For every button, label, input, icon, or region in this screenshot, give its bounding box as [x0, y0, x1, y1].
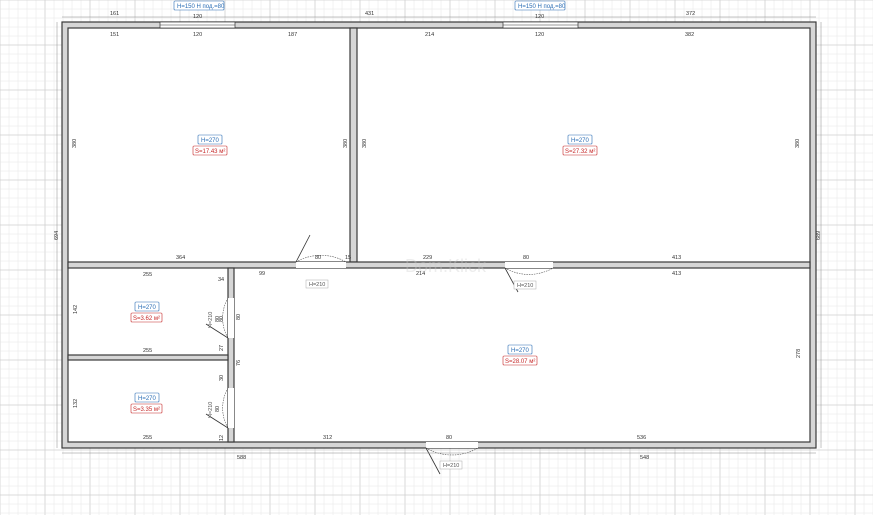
hall-area-tag: S=28.07 м² [502, 355, 538, 366]
hall-bottom-dim-a: 312 [323, 435, 332, 441]
dim-bottom-outer-a: 588 [237, 455, 246, 461]
dim-top-outer-b: 431 [365, 11, 374, 17]
window-tag-right: H=150 H под.=80 [514, 0, 566, 11]
hall-top-dim-b: 214 [416, 271, 425, 277]
door-swings [205, 234, 554, 475]
door-arc-room4 [222, 387, 229, 429]
room2-height: H=270 [571, 138, 590, 144]
room4-door-width: 80 [215, 406, 221, 412]
room2-bottom-dim-a: 229 [423, 255, 432, 261]
room4-height-tag: H=270 [134, 392, 160, 403]
door3-height: H=210 [443, 463, 459, 469]
room3-area-tag: S=3.62 м² [130, 312, 163, 323]
room1-height: H=270 [201, 138, 220, 144]
room1-left-dim: 380 [72, 139, 78, 148]
dim-top-inner-e: 120 [535, 32, 544, 38]
window-tag-right-text: H=150 H под.=80 [518, 4, 566, 10]
door1-small-dim: 15 [345, 255, 351, 261]
room4-door-height: H=210 [208, 402, 214, 418]
dim-bottom-outer-b: 548 [640, 455, 649, 461]
door2-height: H=210 [517, 283, 533, 289]
dim-top-outer-a: 161 [110, 11, 119, 17]
door1-height-tag: H=210 [305, 279, 329, 289]
room4-area: S=3.35 м² [133, 407, 160, 413]
door1-width: 80 [315, 255, 321, 261]
room4-side-a: 30 [219, 375, 225, 381]
door3-height-tag: H=210 [439, 460, 463, 470]
room3-top-side-dim: 34 [218, 277, 224, 283]
room1-bottom-dim: 364 [176, 255, 185, 261]
room1-area-tag: S=17.43 м² [192, 145, 228, 156]
window-tag-left: H=150 H под.=80 [173, 0, 225, 11]
room4-area-tag: S=3.35 м² [130, 403, 163, 414]
dim-top-inner-f: 382 [685, 32, 694, 38]
top-windows [159, 21, 579, 29]
outer-left-dim: 694 [54, 231, 60, 240]
dim-top-inner-d: 214 [425, 32, 434, 38]
hall-height-tag: H=270 [507, 344, 533, 355]
hall-top-dim-a: 99 [259, 271, 265, 277]
room2-left-dim: 380 [362, 139, 368, 148]
door-arc-room1 [295, 255, 347, 263]
watermark-text: Dom.Klick [405, 256, 487, 276]
room4-side-b: 12 [219, 435, 225, 441]
window-tag-left-text: H=150 H под.=80 [177, 4, 225, 10]
room2-bottom-dim-b: 413 [672, 255, 681, 261]
door-arc-room3 [222, 297, 229, 339]
room1-right-dim: 380 [343, 139, 349, 148]
dim-window-right-width: 120 [535, 14, 544, 20]
room3-door-width: 80 [215, 316, 221, 322]
dim-top-inner-a: 151 [110, 32, 119, 38]
room3-door-height: H=210 [208, 312, 214, 328]
interior-walls [67, 27, 811, 443]
door-openings [228, 262, 553, 448]
door3-width: 80 [446, 435, 452, 441]
room3-height: H=270 [138, 305, 157, 311]
hall-top-dim-c: 413 [672, 271, 681, 277]
room3-bottom-dim: 255 [143, 348, 152, 354]
room2-area: S=27.32 м² [565, 149, 595, 155]
room3-top-dim: 255 [143, 272, 152, 278]
dimension-lines [56, 16, 822, 454]
dim-top-inner-c: 187 [288, 32, 297, 38]
room4-height: H=270 [138, 396, 157, 402]
room2-right-dim: 380 [795, 139, 801, 148]
room3-side-b: 27 [219, 345, 225, 351]
door-arc-entrance [425, 447, 479, 456]
room2-area-tag: S=27.32 м² [562, 145, 598, 156]
door-arc-room2 [504, 267, 554, 275]
hall-mid-dim-b: 80 [236, 314, 242, 320]
room4-left-dim: 132 [73, 399, 79, 408]
room3-area: S=3.62 м² [133, 316, 160, 322]
hall-area: S=28.07 м² [505, 359, 535, 365]
room2-height-tag: H=270 [567, 134, 593, 145]
hall-right-dim: 278 [796, 349, 802, 358]
room1-height-tag: H=270 [197, 134, 223, 145]
room3-left-dim: 142 [73, 305, 79, 314]
room3-side-a: 80 [219, 316, 225, 322]
dim-window-left-width: 120 [193, 14, 202, 20]
room1-area: S=17.43 м² [195, 149, 225, 155]
outer-right-dim: 689 [816, 231, 822, 240]
door2-width: 80 [523, 255, 529, 261]
door1-height: H=210 [309, 282, 325, 288]
dim-top-inner-b: 120 [193, 32, 202, 38]
hall-mid-dim-a: 76 [236, 360, 242, 366]
room3-height-tag: H=270 [134, 301, 160, 312]
hall-bottom-dim-b: 536 [637, 435, 646, 441]
room4-bottom-dim: 255 [143, 435, 152, 441]
outer-walls [61, 21, 817, 449]
door2-height-tag: H=210 [513, 280, 537, 290]
dim-top-outer-c: 372 [686, 11, 695, 17]
hall-height: H=270 [511, 348, 530, 354]
